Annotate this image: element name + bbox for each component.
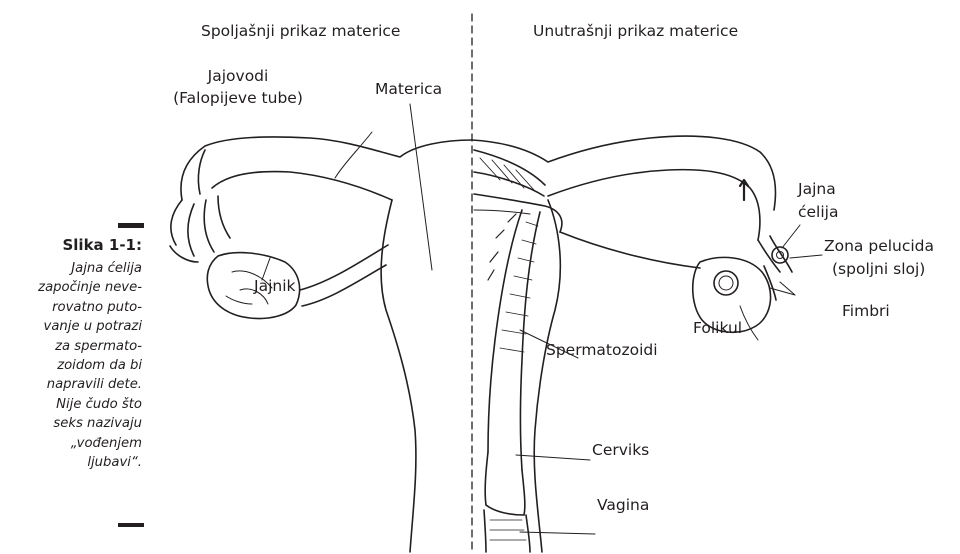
caption-line: ljubavi“. <box>2 453 142 472</box>
label-jajovodi-1: Jajovodi <box>158 67 318 85</box>
label-cerviks: Cerviks <box>592 441 649 459</box>
caption-line: za spermato- <box>2 337 142 356</box>
caption-line: napravili dete. <box>2 375 142 394</box>
label-spermatozoidi: Spermatozoidi <box>546 341 658 359</box>
vagina <box>484 510 530 552</box>
label-fimbri: Fimbri <box>842 302 890 320</box>
uterus-diagram: Spoljašnji prikaz materice Unutrašnji pr… <box>150 0 960 554</box>
label-jajovodi-2: (Falopijeve tube) <box>158 89 318 107</box>
fimbriae-left <box>171 196 230 256</box>
uterus-body-left <box>381 200 416 552</box>
uterus-outline-right <box>472 136 775 210</box>
leader-folikul <box>740 306 758 340</box>
fimbriae-right <box>758 236 792 300</box>
follicle <box>714 271 738 295</box>
caption-line: zoidom da bi <box>2 356 142 375</box>
sidebar-top-rule <box>118 223 144 228</box>
caption-line: seks nazivaju <box>2 414 142 433</box>
uterus-body-right <box>534 200 560 552</box>
uterus-outline-left <box>181 137 472 200</box>
label-jajna-celija-1: Jajna <box>798 180 836 198</box>
caption-line: vanje u potrazi <box>2 317 142 336</box>
figure-sidebar: Slika 1-1: Jajna ćelija započinje neve- … <box>0 0 150 554</box>
leader-jajna-celija <box>782 225 800 248</box>
leader-zona <box>790 255 822 258</box>
leader-cerviks <box>516 455 590 460</box>
caption-line: Nije čudo što <box>2 395 142 414</box>
label-vagina: Vagina <box>597 496 649 514</box>
label-jajna-celija-2: ćelija <box>798 203 838 221</box>
right-view-title: Unutrašnji prikaz materice <box>533 22 738 40</box>
cervix <box>485 452 525 515</box>
label-zona-pelucida: Zona pelucida <box>824 237 934 255</box>
figure-label: Slika 1-1: <box>2 236 142 254</box>
label-jajnik: Jajnik <box>254 277 295 295</box>
caption-line: Jajna ćelija <box>2 259 142 278</box>
label-spoljni-sloj: (spoljni sloj) <box>832 260 925 278</box>
label-materica: Materica <box>375 80 442 98</box>
leader-materica <box>410 104 432 270</box>
left-view-title: Spoljašnji prikaz materice <box>201 22 400 40</box>
leader-jajovodi <box>335 132 372 178</box>
label-folikul: Folikul <box>693 319 742 337</box>
figure-caption: Jajna ćelija započinje neve- rovatno put… <box>2 259 142 472</box>
caption-line: rovatno puto- <box>2 298 142 317</box>
caption-line: „vođenjem <box>2 434 142 453</box>
sidebar-bottom-rule <box>118 523 144 527</box>
leader-vagina <box>520 532 595 534</box>
fallopian-tube-left <box>212 172 392 200</box>
fallopian-tube-right <box>548 170 760 240</box>
caption-line: započinje neve- <box>2 278 142 297</box>
